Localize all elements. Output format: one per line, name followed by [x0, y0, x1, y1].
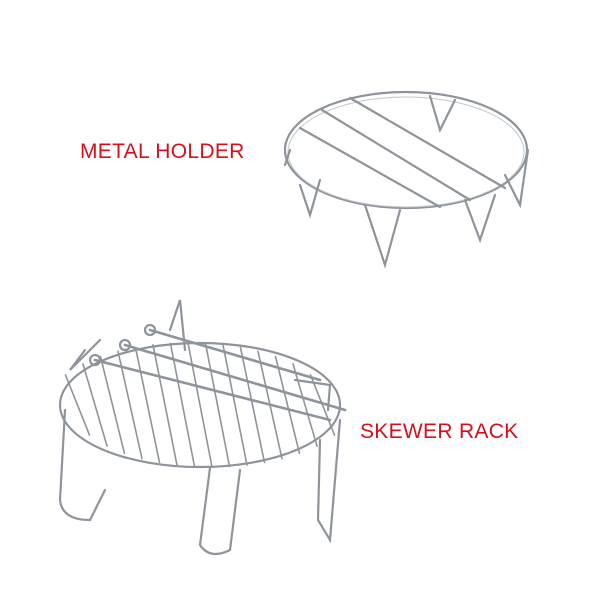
grid-wire	[239, 346, 266, 464]
metal-holder-rack	[283, 90, 530, 269]
grid-wire	[82, 363, 108, 447]
metal-holder-label: METAL HOLDER	[80, 140, 245, 163]
grid-wire	[169, 342, 196, 468]
grid-wire	[222, 344, 248, 466]
grid-wire	[309, 374, 336, 436]
grid-wire	[274, 355, 301, 455]
grid-wire	[64, 374, 91, 436]
grid-wire	[134, 346, 161, 464]
skewer-rack	[58, 299, 347, 556]
grid-wire	[99, 355, 126, 455]
skewer-rack-label: SKEWER RACK	[360, 420, 519, 443]
grid-wire	[204, 342, 231, 468]
grid-wire	[152, 344, 178, 466]
grid-wire	[117, 350, 143, 460]
grid-wire	[292, 363, 318, 447]
